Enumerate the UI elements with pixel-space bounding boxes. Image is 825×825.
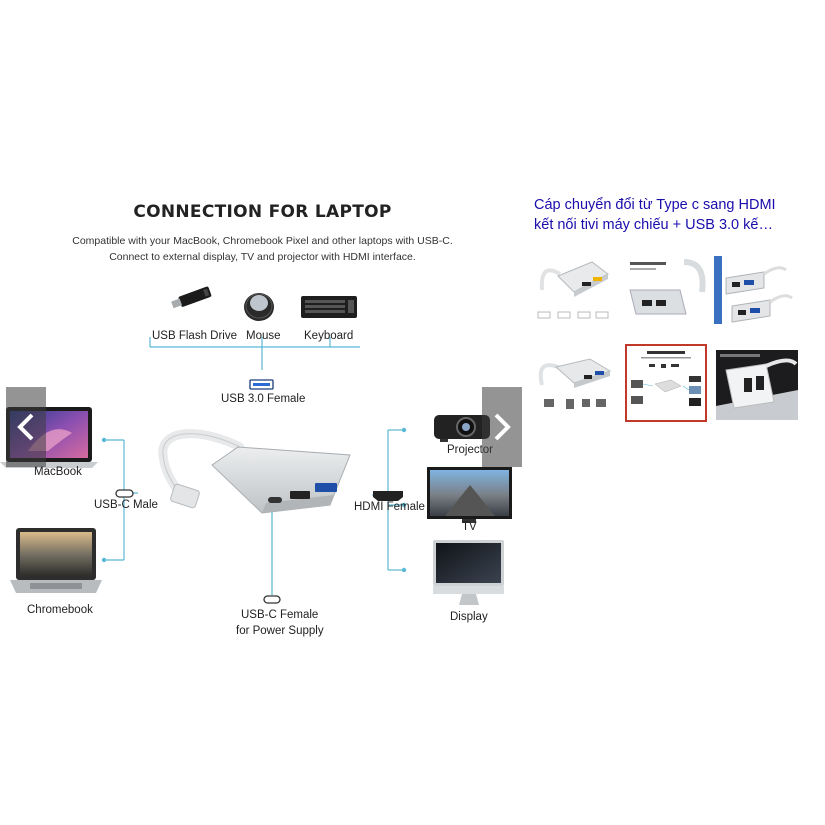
- thumbnail-2-image: [622, 252, 706, 328]
- usb30-female-icon: [249, 379, 274, 390]
- label-usbc-male: USB-C Male: [94, 499, 158, 511]
- diagram-title: CONNECTION FOR LAPTOP: [133, 202, 392, 222]
- product-title-link[interactable]: Cáp chuyển đổi từ Type c sang HDMI kết n…: [534, 195, 820, 235]
- connection-diagram: [0, 286, 512, 605]
- label-mouse: Mouse: [246, 330, 281, 342]
- thumbnail-6[interactable]: [716, 350, 798, 420]
- keyboard-image: [301, 296, 357, 318]
- usbc-multiport-adapter: [211, 446, 351, 514]
- gallery-next-button[interactable]: [482, 387, 522, 467]
- thumbnail-6-image: [716, 350, 798, 420]
- usb-flash-drive-image: [171, 286, 212, 309]
- thumbnail-1[interactable]: [530, 252, 614, 328]
- label-usb-flash-drive: USB Flash Drive: [152, 330, 237, 342]
- thumbnail-4-image: [538, 358, 612, 409]
- chevron-right-icon: [494, 413, 511, 441]
- thumbnail-4[interactable]: [530, 345, 614, 421]
- mouse-image: [244, 293, 274, 321]
- usbc-male-icon: [115, 489, 134, 498]
- label-display: Display: [450, 611, 488, 623]
- label-usbc-female: USB-C Female: [241, 609, 319, 621]
- chromebook-image: [10, 528, 102, 593]
- label-power-supply: for Power Supply: [236, 625, 324, 637]
- usbc-female-icon: [263, 595, 281, 604]
- thumbnail-1-image: [537, 261, 609, 319]
- diagram-subtitle-line2: Connect to external display, TV and proj…: [109, 251, 416, 263]
- label-usb30-female: USB 3.0 Female: [221, 393, 306, 405]
- label-tv: TV: [462, 521, 477, 533]
- label-hdmi-female: HDMI Female: [354, 501, 425, 513]
- gallery-prev-button[interactable]: [6, 387, 46, 467]
- label-keyboard: Keyboard: [304, 330, 354, 342]
- product-title-line2: kết nối tivi máy chiếu + USB 3.0 kế…: [534, 217, 773, 233]
- label-chromebook: Chromebook: [27, 604, 93, 616]
- thumbnail-5-active[interactable]: [625, 344, 707, 422]
- chevron-left-icon: [17, 413, 34, 441]
- main-product-image[interactable]: CONNECTION FOR LAPTOP Compatible with yo…: [0, 165, 525, 660]
- thumbnail-5-image: [627, 346, 705, 420]
- product-title-line1: Cáp chuyển đổi từ Type c sang HDMI: [534, 197, 776, 213]
- diagram-subtitle-line1: Compatible with your MacBook, Chromebook…: [72, 235, 453, 247]
- label-macbook: MacBook: [34, 466, 82, 478]
- thumbnail-3-image: [714, 252, 798, 328]
- display-image: [433, 540, 504, 605]
- thumbnail-2[interactable]: [622, 252, 706, 328]
- tv-image: [427, 467, 512, 523]
- thumbnail-3[interactable]: [714, 252, 798, 328]
- label-projector: Projector: [447, 444, 494, 456]
- projector-image: [434, 415, 490, 442]
- hdmi-female-icon: [373, 491, 403, 501]
